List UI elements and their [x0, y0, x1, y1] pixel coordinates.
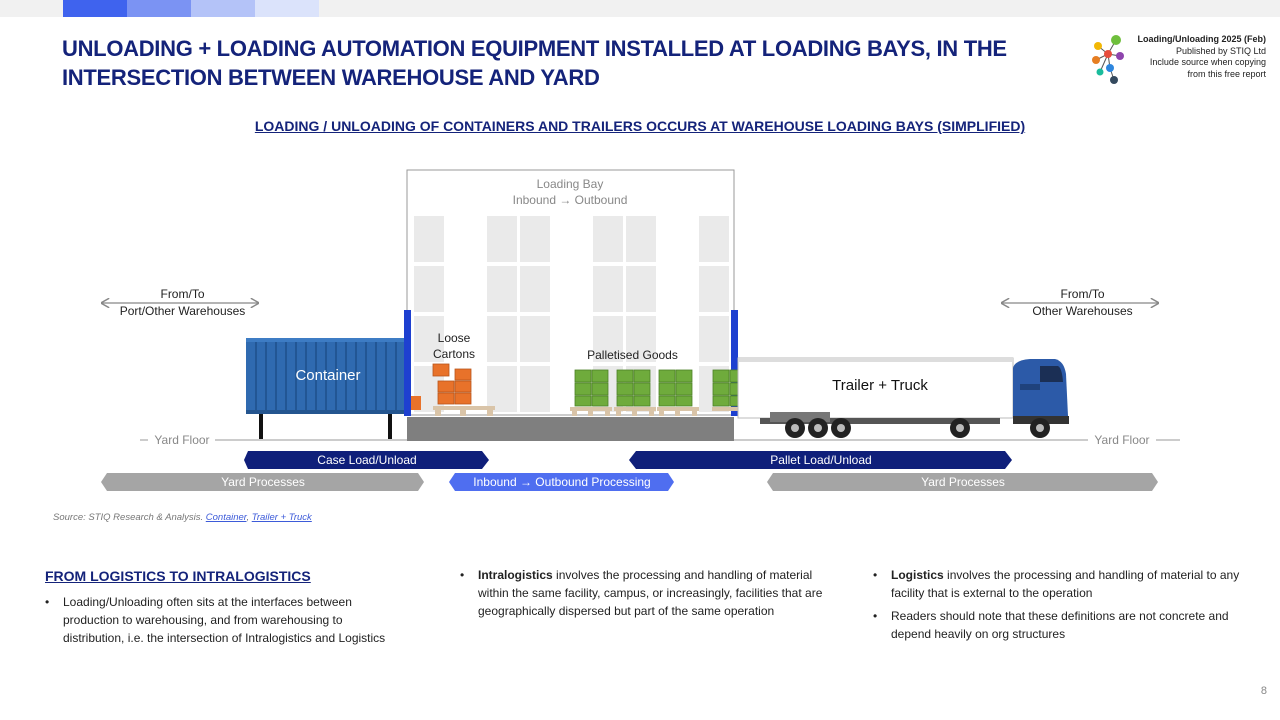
page-number: 8: [1260, 685, 1267, 697]
loading-bay-label: Loading Bay Inbound → Outbound: [470, 176, 670, 208]
left-destination-line1: From/To: [160, 287, 205, 301]
accent-segment-3: [191, 0, 255, 17]
yard-processes-band-left: [101, 473, 424, 491]
brand-copy-note-1: Include source when copying: [1149, 57, 1266, 67]
right-destination-label: From/To Other Warehouses: [1000, 286, 1165, 319]
right-dock-door: [731, 310, 738, 416]
accent-segment-1: [63, 0, 127, 17]
right-destination-line2: Other Warehouses: [1032, 304, 1133, 318]
loading-bay-title: Loading Bay: [536, 177, 604, 191]
left-destination-label: From/To Port/Other Warehouses: [100, 286, 265, 319]
loose-cartons-line1: Loose: [437, 331, 471, 345]
inbound-outbound-label: Inbound → Outbound Processing: [473, 475, 651, 489]
section-heading: FROM LOGISTICS TO INTRALOGISTICS: [45, 568, 311, 584]
right-destination-line1: From/To: [1060, 287, 1105, 301]
trailer-truck-icon: [737, 357, 1069, 438]
col1-bullet-1: Loading/Unloading often sits at the inte…: [45, 593, 405, 647]
case-load-label: Case Load/Unload: [317, 453, 417, 467]
diagram-canvas: [0, 169, 1180, 491]
col2-bullet-1: Intralogistics involves the processing a…: [460, 566, 825, 620]
brand-publisher: Published by STIQ Ltd: [1175, 45, 1266, 56]
loose-cartons-icon: [432, 363, 495, 416]
source-note: Source: STIQ Research & Analysis. Contai…: [53, 512, 312, 523]
loading-bay-diagram: Loading Bay Inbound → Outbound From/To P…: [0, 160, 1280, 500]
dock-leveler-carton: [411, 396, 421, 410]
intralogistics-definition: involves the processing and handling of …: [478, 568, 823, 618]
page-title: UNLOADING + LOADING AUTOMATION EQUIPMENT…: [62, 36, 1007, 90]
loose-cartons-line2: Cartons: [432, 347, 476, 361]
yard-floor-label-left: Yard Floor: [154, 433, 210, 447]
left-dock-door: [404, 310, 411, 416]
yard-processes-label-right: Yard Processes: [921, 475, 1005, 489]
left-destination-line2: Port/Other Warehouses: [119, 304, 246, 318]
container-label: Container: [295, 367, 361, 384]
dock-floor: [407, 417, 734, 441]
brand-attribution: Loading/Unloading 2025 (Feb) Published b…: [1116, 34, 1266, 80]
top-accent-bar: [0, 0, 1280, 17]
source-link-trailer-truck[interactable]: Trailer + Truck: [251, 512, 312, 523]
source-link-container[interactable]: Container: [205, 512, 247, 523]
body-column-2: Intralogistics involves the processing a…: [460, 566, 825, 625]
yard-processes-label-left: Yard Processes: [221, 475, 305, 489]
case-load-band: [244, 451, 489, 469]
trailer-truck-label: Trailer + Truck: [832, 377, 928, 394]
col3-bullet-1: Logistics involves the processing and ha…: [873, 566, 1243, 602]
pallet-load-band: [629, 451, 1012, 469]
palletised-goods-label: Palletised Goods: [587, 348, 678, 362]
logistics-term: Logistics: [891, 568, 944, 582]
source-separator: ,: [246, 512, 250, 523]
loading-bay-flow: Inbound → Outbound: [512, 193, 628, 207]
accent-segment-4: [255, 0, 319, 17]
col3-bullet-2: Readers should note that these definitio…: [873, 607, 1243, 643]
diagram-subtitle: LOADING / UNLOADING OF CONTAINERS AND TR…: [254, 118, 1026, 134]
yard-floor-label-right: Yard Floor: [1094, 433, 1150, 447]
shipping-container-icon: [246, 338, 404, 439]
accent-segment-2: [127, 0, 191, 17]
source-prefix: Source: STIQ Research & Analysis.: [53, 512, 204, 523]
inbound-outbound-band: [449, 473, 674, 491]
body-column-1: Loading/Unloading often sits at the inte…: [45, 593, 405, 652]
loose-cartons-label: Loose Cartons: [419, 330, 489, 362]
brand-copy-note-2: from this free report: [1187, 68, 1266, 79]
brand-report-name: Loading/Unloading 2025 (Feb): [1137, 34, 1266, 44]
intralogistics-term: Intralogistics: [478, 568, 553, 582]
logistics-definition: involves the processing and handling of …: [891, 568, 1240, 600]
stiq-network-logo-icon: [1092, 35, 1124, 84]
pallet-load-label: Pallet Load/Unload: [770, 453, 872, 467]
body-column-3: Logistics involves the processing and ha…: [873, 566, 1243, 648]
yard-processes-band-right: [767, 473, 1158, 491]
